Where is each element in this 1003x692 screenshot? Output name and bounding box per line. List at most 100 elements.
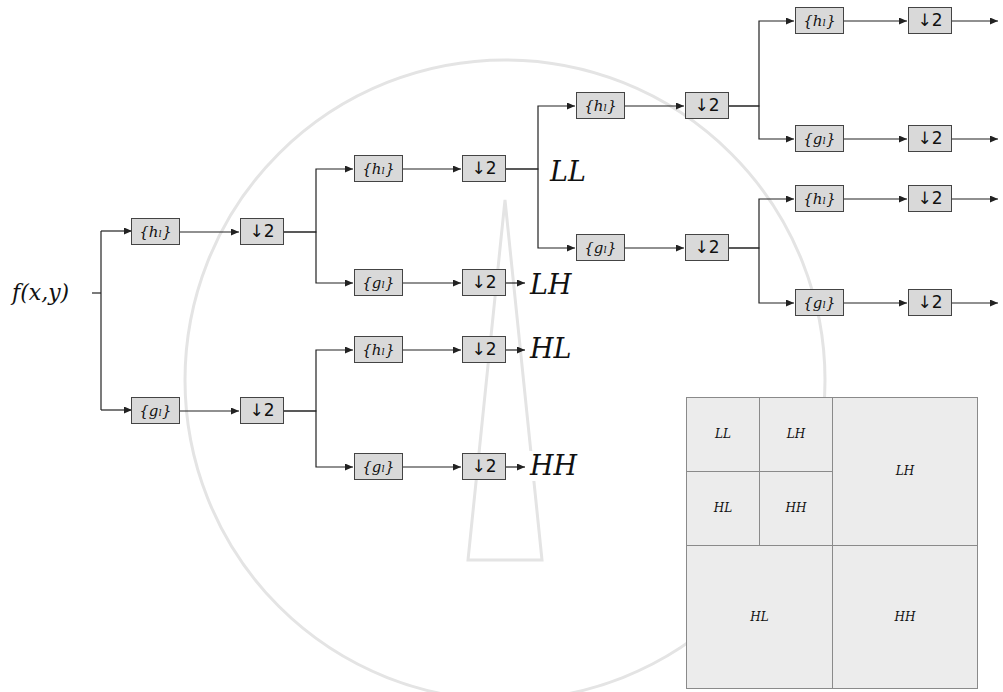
downsample-box: ↓2: [462, 453, 506, 480]
node-text: {gₗ}: [139, 402, 171, 420]
downsample-box: ↓2: [908, 185, 952, 212]
output-wire: [952, 302, 998, 303]
node-text: ↓2: [471, 272, 496, 292]
filter-box: {gₗ}: [795, 289, 844, 316]
subband-cell: HL: [686, 545, 833, 689]
subband-label: LL: [548, 157, 588, 187]
subband-label: LH: [528, 270, 573, 300]
subband-cell: LH: [759, 397, 833, 472]
filter-box: {hₗ}: [795, 185, 844, 212]
node-text: {gₗ}: [362, 274, 394, 292]
node-text: {hₗ}: [139, 223, 171, 241]
node-text: LH: [896, 464, 914, 478]
signal-connector: [844, 198, 907, 199]
filter-box: {hₗ}: [795, 7, 844, 34]
node-text: {hₗ}: [803, 190, 835, 208]
output-wire: [506, 349, 525, 350]
node-text: ↓2: [471, 158, 496, 178]
subband-cell: LH: [832, 397, 978, 546]
filter-box: {gₗ}: [354, 453, 403, 480]
node-text: ↓2: [249, 400, 274, 420]
signal-connector: [625, 247, 684, 248]
filter-box: {hₗ}: [576, 92, 625, 119]
node-text: {gₗ}: [584, 239, 616, 257]
signal-connector: [284, 169, 353, 232]
downsample-box: ↓2: [908, 125, 952, 152]
node-text: ↓2: [249, 221, 274, 241]
input-wire: [101, 230, 132, 231]
subband-cell: HH: [759, 471, 833, 546]
node-text: {gₗ}: [803, 294, 835, 312]
node-text: HL: [714, 501, 732, 515]
node-text: LL: [715, 427, 731, 441]
subband-cell: LL: [686, 397, 760, 472]
signal-connector: [284, 232, 353, 283]
signal-connector: [284, 411, 353, 467]
downsample-box: ↓2: [908, 289, 952, 316]
input-signal: f(x,y): [10, 281, 71, 305]
node-text: ↓2: [917, 188, 942, 208]
watermark-stupa: [468, 200, 542, 560]
downsample-box: ↓2: [240, 397, 284, 424]
subband-cell: HH: [832, 545, 978, 689]
downsample-box: ↓2: [462, 336, 506, 363]
node-text: {hₗ}: [803, 12, 835, 30]
subband-label: HL: [528, 334, 573, 364]
signal-connector: [403, 466, 461, 467]
output-wire: [506, 466, 525, 467]
node-text: {hₗ}: [584, 97, 616, 115]
signal-connector: [180, 231, 239, 232]
subband-cell: HL: [686, 471, 760, 546]
output-wire: [952, 198, 998, 199]
subband-label: HH: [528, 451, 579, 481]
signal-connector: [180, 410, 239, 411]
node-text: LH: [787, 427, 805, 441]
node-text: {hₗ}: [362, 341, 394, 359]
node-text: ↓2: [917, 292, 942, 312]
node-text: HH: [786, 501, 807, 515]
node-text: ↓2: [694, 95, 719, 115]
signal-connector: [625, 105, 684, 106]
downsample-box: ↓2: [462, 269, 506, 296]
signal-connector: [729, 248, 794, 303]
node-text: ↓2: [917, 10, 942, 30]
signal-connector: [844, 138, 907, 139]
signal-connector: [284, 350, 353, 411]
input-wire: [101, 409, 132, 410]
output-wire: [952, 20, 998, 21]
filter-box: {gₗ}: [354, 269, 403, 296]
node-text: {hₗ}: [362, 160, 394, 178]
filter-box: {gₗ}: [576, 234, 625, 261]
downsample-box: ↓2: [685, 92, 729, 119]
downsample-box: ↓2: [685, 234, 729, 261]
downsample-box: ↓2: [240, 218, 284, 245]
signal-connector: [403, 168, 461, 169]
input-wire: [100, 231, 101, 410]
signal-connector: [729, 21, 794, 106]
input-split: [92, 231, 132, 410]
filter-box: {hₗ}: [131, 218, 180, 245]
output-wire: [506, 282, 525, 283]
filter-box: {gₗ}: [795, 125, 844, 152]
filter-box: {gₗ}: [131, 397, 180, 424]
output-wire: [952, 138, 998, 139]
signal-connector: [844, 20, 907, 21]
node-text: ↓2: [917, 128, 942, 148]
signal-connector: [844, 302, 907, 303]
node-text: {gₗ}: [803, 130, 835, 148]
filter-box: {hₗ}: [354, 155, 403, 182]
filter-box: {hₗ}: [354, 336, 403, 363]
signal-connector: [729, 106, 794, 139]
downsample-box: ↓2: [462, 155, 506, 182]
input-wire: [92, 292, 101, 293]
signal-connector: [403, 349, 461, 350]
signal-connector: [403, 282, 461, 283]
node-text: HL: [750, 610, 768, 624]
downsample-box: ↓2: [908, 7, 952, 34]
node-text: ↓2: [471, 339, 496, 359]
node-text: HH: [895, 610, 916, 624]
signal-connector: [729, 199, 794, 248]
node-text: ↓2: [471, 456, 496, 476]
node-text: ↓2: [694, 237, 719, 257]
